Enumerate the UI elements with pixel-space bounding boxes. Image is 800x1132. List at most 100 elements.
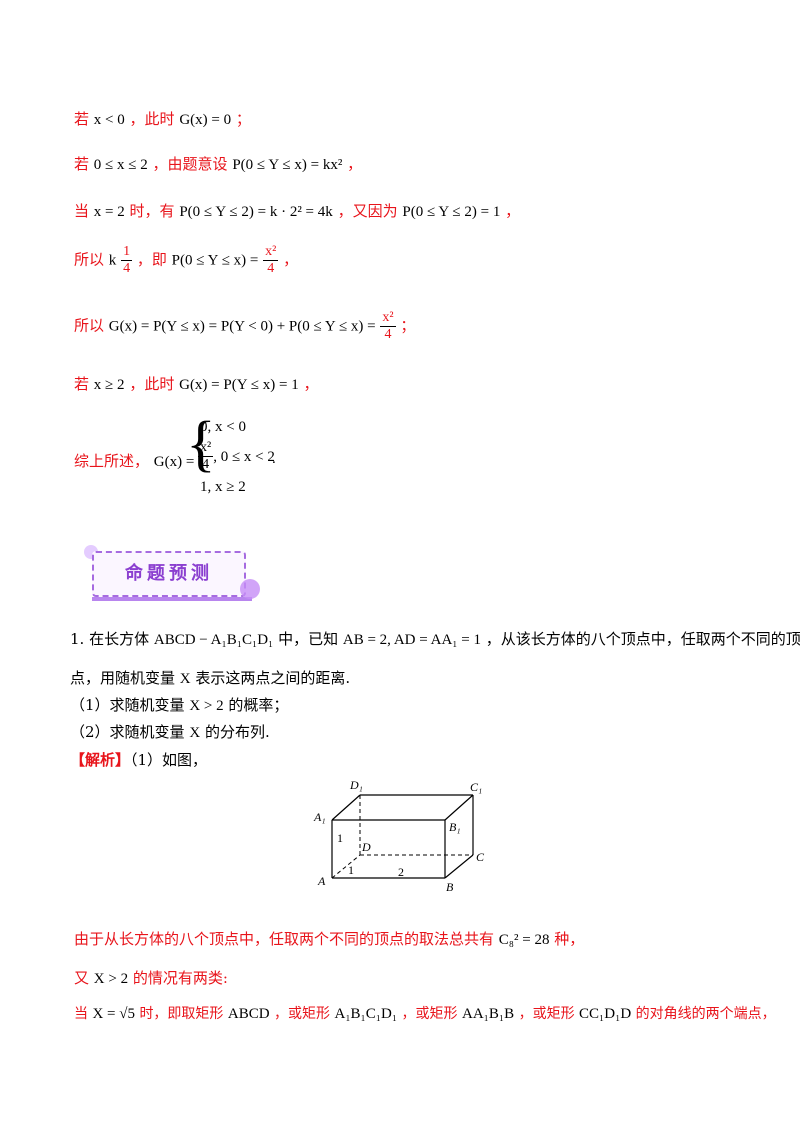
period: . (272, 451, 276, 467)
text: 若 (74, 155, 90, 173)
text: 表示这两点之间的距离. (195, 669, 351, 687)
math-expr: X (179, 671, 191, 687)
text: （1）求随机变量 (70, 696, 185, 714)
section-banner: 命题预测 (84, 545, 260, 601)
piecewise-case-3: 1, x ≥ 2 (200, 479, 246, 495)
math-expr: P(0 ≤ Y ≤ 2) = 1 (402, 204, 501, 220)
line-summary: 综上所述， G(x) = (74, 450, 194, 471)
text: 的概率； (228, 696, 289, 714)
edge-a1d1 (331, 794, 361, 821)
math-expr: P(0 ≤ Y ≤ x) = kx² (232, 157, 343, 173)
piecewise-case-1: 0, x < 0 (200, 419, 246, 435)
brace-glyph: { (186, 410, 216, 478)
text: ，即 (136, 250, 167, 269)
text: ，或矩形 (518, 1006, 575, 1022)
fraction-num: x² (263, 244, 279, 261)
text: 种， (554, 930, 585, 948)
question-2: （2）求随机变量 X 的分布列. (70, 721, 270, 742)
problem-line-1: 1. 在长方体 ABCD − A₁B₁C₁D₁ 中，已知 AB = 2, AD … (70, 628, 800, 649)
math-expr: AA₁B₁B (461, 1006, 515, 1022)
text: 的情况有两类: (132, 969, 228, 987)
math-expr: 0 ≤ x ≤ 2 (93, 157, 148, 173)
banner-decoration (240, 579, 260, 599)
text: 中，已知 (278, 630, 339, 648)
edge-c1b1 (444, 794, 474, 821)
line-x-negative: 若 x < 0 ，此时 G(x) = 0 ； (74, 108, 251, 129)
fraction-den: 4 (384, 327, 392, 342)
text: ， (283, 250, 299, 269)
math-expr: ABCD (227, 1006, 270, 1022)
line-x-equals-2: 当 x = 2 时，有 P(0 ≤ Y ≤ 2) = k · 2² = 4k ，… (74, 200, 520, 221)
label-c1: C₁ (470, 780, 482, 794)
math-expr: X > 2 (93, 971, 129, 987)
text: ， (347, 155, 363, 173)
math-expr: X (189, 725, 201, 741)
text: ，又因为 (337, 202, 398, 220)
text: ， (303, 375, 319, 393)
fraction-den: 4 (123, 261, 131, 276)
text: 时，有 (129, 202, 175, 220)
math-expr: P(0 ≤ Y ≤ x) = (171, 252, 259, 269)
math-expr: AB = 2, AD = AA₁ = 1 (342, 632, 481, 648)
text: ，或矩形 (401, 1006, 458, 1022)
edge-ad-hidden (331, 854, 361, 879)
label-b1: B₁ (449, 820, 461, 834)
fraction-den: 4 (202, 457, 210, 472)
question-1: （1）求随机变量 X > 2 的概率； (70, 694, 288, 715)
text: ，由题意设 (152, 155, 228, 173)
label-d1: D₁ (349, 778, 363, 792)
math-expr: x ≥ 2 (93, 377, 125, 393)
math-expr: C₈² = 28 (498, 932, 550, 948)
fraction-den: 4 (267, 261, 275, 276)
problem-line-2: 点，用随机变量 X 表示这两点之间的距离. (70, 667, 350, 688)
text: 的分布列. (204, 723, 270, 741)
sentence-sqrt5: 当 X = √5 时，即取矩形 ABCD ，或矩形 A₁B₁C₁D₁ ，或矩形 … (74, 1003, 776, 1023)
text: 综上所述， (74, 452, 150, 470)
text: （2）求随机变量 (70, 723, 185, 741)
text: ，或矩形 (274, 1006, 331, 1022)
text: 的对角线的两个端点， (635, 1006, 776, 1022)
fraction-num: x² (198, 440, 214, 457)
math-expr: G(x) = (153, 454, 195, 470)
text: 时，即取矩形 (139, 1006, 224, 1022)
label-ad-length: 1 (348, 863, 354, 877)
line-g-formula: 所以 G(x) = P(Y ≤ x) = P(Y < 0) + P(0 ≤ Y … (74, 310, 415, 343)
math-expr: G(x) = 0 (179, 112, 232, 128)
text: ； (400, 316, 416, 335)
text: 当 (74, 202, 90, 220)
banner-box (92, 551, 246, 597)
text: 点，用随机变量 (70, 669, 176, 687)
math-expr: k (108, 252, 117, 269)
text: ，此时 (129, 110, 175, 128)
text: ， (505, 202, 521, 220)
text: 若 (74, 110, 90, 128)
text: 所以 (74, 316, 105, 335)
label-a1: A₁ (313, 810, 326, 824)
text: 又 (74, 969, 90, 987)
cuboid-figure: A B C D A₁ B₁ C₁ D₁ 1 1 2 (313, 778, 485, 894)
math-expr: X = √5 (92, 1006, 135, 1022)
sentence-two-cases: 又 X > 2 的情况有两类: (74, 967, 228, 988)
math-expr: x < 0 (93, 112, 125, 128)
label-ab-length: 2 (398, 865, 404, 879)
fraction-num: 1 (121, 244, 133, 261)
edge-cb (444, 854, 474, 879)
math-expr: x = 2 (93, 204, 125, 220)
math-expr: CC₁D₁D (579, 1006, 632, 1022)
line-x-between: 若 0 ≤ x ≤ 2 ，由题意设 P(0 ≤ Y ≤ x) = kx² ， (74, 153, 362, 174)
label-aa1-length: 1 (337, 831, 343, 845)
text: 若 (74, 375, 90, 393)
text: ，从该长方体的八个顶点中，任取两个不同的顶 (485, 630, 800, 648)
text: 当 (74, 1006, 88, 1022)
sentence-total: 由于从长方体的八个顶点中，任取两个不同的顶点的取法总共有 C₈² = 28 种， (74, 928, 584, 949)
banner-bar (92, 597, 252, 601)
banner-title: 命题预测 (125, 563, 213, 584)
label-b: B (446, 880, 454, 894)
text: 所以 (74, 250, 105, 269)
math-expr: A₁B₁C₁D₁ (334, 1006, 398, 1022)
